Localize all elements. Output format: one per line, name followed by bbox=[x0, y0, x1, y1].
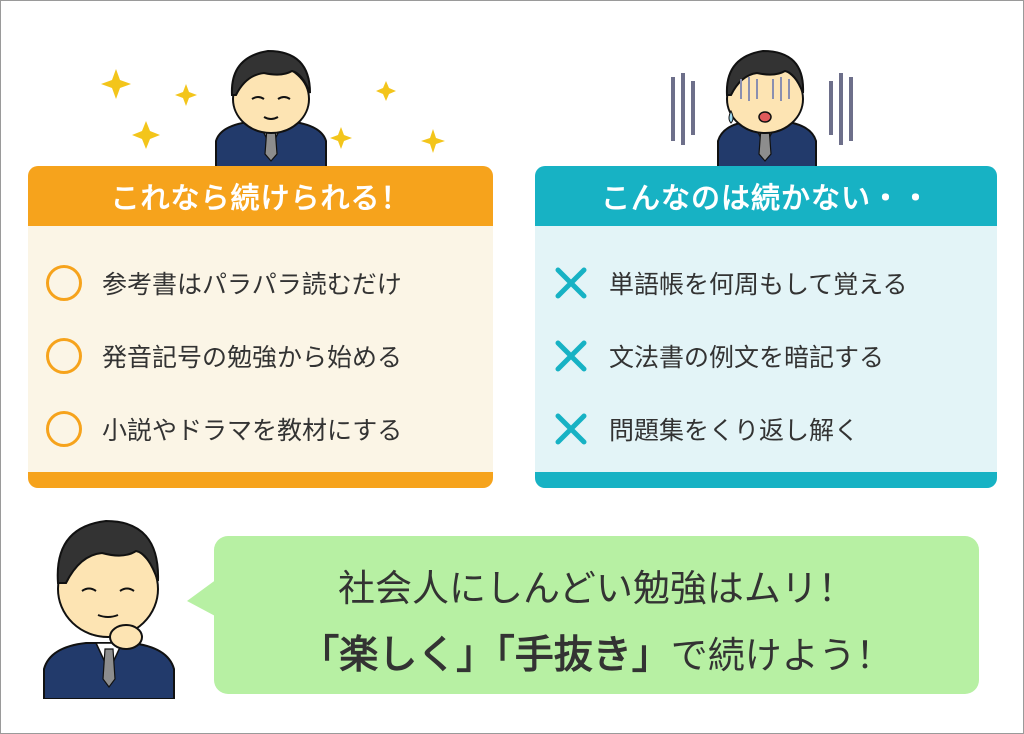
good-panel-footer bbox=[28, 472, 493, 488]
bad-habits-list: 単語帳を何周もして覚える 文法書の例文を暗記する 問題集をくり返し解く bbox=[535, 246, 997, 465]
good-habit-text: 発音記号の勉強から始める bbox=[102, 342, 403, 372]
bubble-message-line1: 社会人にしんどい勉強はムリ！ bbox=[338, 567, 855, 610]
bad-habit-text: 問題集をくり返し解く bbox=[609, 415, 860, 445]
good-habits-panel: これなら続けられる！ 参考書はパラパラ読むだけ 発音記号の勉強から始める 小説や… bbox=[28, 166, 493, 488]
good-habit-item: 小説やドラマを教材にする bbox=[28, 392, 493, 465]
bad-habit-text: 文法書の例文を暗記する bbox=[609, 342, 885, 372]
bad-habits-title: こんなのは続かない・・ bbox=[535, 166, 997, 226]
bad-habit-item: 問題集をくり返し解く bbox=[535, 392, 997, 465]
bubble-message-line2: 「楽しく」「手抜き」で続けよう！ bbox=[214, 624, 979, 680]
bad-habit-item: 単語帳を何周もして覚える bbox=[535, 246, 997, 319]
circle-icon bbox=[46, 264, 82, 301]
good-habit-text: 参考書はパラパラ読むだけ bbox=[102, 269, 402, 299]
stressed-businessman-illustration bbox=[671, 49, 853, 169]
good-habits-title: これなら続けられる！ bbox=[28, 166, 493, 226]
bad-panel-footer bbox=[535, 472, 997, 488]
bubble-emphasis: 「楽しく」「手抜き」 bbox=[300, 633, 671, 678]
cross-icon bbox=[553, 338, 589, 374]
good-habit-text: 小説やドラマを教材にする bbox=[102, 415, 403, 445]
bad-habit-text: 単語帳を何周もして覚える bbox=[609, 269, 908, 299]
bubble-tail bbox=[187, 579, 217, 617]
speech-bubble: 社会人にしんどい勉強はムリ！ 「楽しく」「手抜き」で続けよう！ bbox=[214, 536, 979, 694]
good-habit-item: 参考書はパラパラ読むだけ bbox=[28, 246, 493, 319]
circle-icon bbox=[46, 410, 82, 447]
bubble-message-rest: で続けよう！ bbox=[670, 634, 893, 677]
circle-icon bbox=[46, 337, 82, 374]
happy-businessman-illustration bbox=[101, 49, 445, 169]
cross-icon bbox=[553, 411, 589, 447]
cross-icon bbox=[553, 265, 589, 301]
good-habits-list: 参考書はパラパラ読むだけ 発音記号の勉強から始める 小説やドラマを教材にする bbox=[28, 246, 493, 465]
good-habit-item: 発音記号の勉強から始める bbox=[28, 319, 493, 392]
bad-habits-panel: こんなのは続かない・・ 単語帳を何周もして覚える 文法書の例文を暗記する 問題集… bbox=[535, 166, 997, 488]
thinking-businessman-illustration bbox=[43, 519, 175, 699]
bad-habit-item: 文法書の例文を暗記する bbox=[535, 319, 997, 392]
